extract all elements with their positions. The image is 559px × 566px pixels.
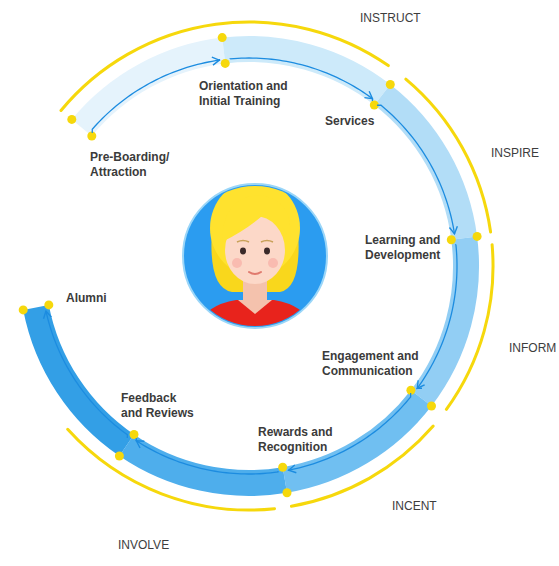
stage-name: Learning and Development xyxy=(365,233,447,263)
avatar-brow xyxy=(237,241,273,243)
phase-bracket xyxy=(406,79,491,232)
stage-dot xyxy=(386,80,395,89)
edge-layer xyxy=(44,57,458,474)
stage-dot xyxy=(130,430,139,439)
flow-line xyxy=(377,105,454,234)
phase-brackets xyxy=(61,22,493,510)
stage-dot xyxy=(44,300,53,309)
stage-label: Feedback and Reviews xyxy=(121,391,197,438)
stage-dot xyxy=(278,463,287,472)
avatar-figure xyxy=(195,180,315,335)
avatar-collar xyxy=(238,300,272,314)
band-segment xyxy=(23,305,134,456)
arrow-head xyxy=(449,226,457,234)
phase-label: INVOLVE xyxy=(118,538,169,552)
flow-line xyxy=(136,438,278,474)
stage-name: Pre-Boarding/ Attraction xyxy=(90,150,174,180)
arrow-head xyxy=(364,91,372,98)
stage-label: Pre-Boarding/ Attraction xyxy=(88,133,174,180)
phase-bracket xyxy=(68,429,275,510)
avatar-mouth xyxy=(249,272,261,274)
flow-line xyxy=(46,311,127,438)
phase-label: INFORM xyxy=(509,341,556,355)
stage-name: Alumni xyxy=(66,291,116,306)
phase-bracket xyxy=(61,22,388,111)
stage-label: Orientation and Initial Training xyxy=(199,59,294,109)
arrow-head xyxy=(44,311,52,319)
stage-name: Engagement and Communication xyxy=(322,349,422,379)
stage-dot xyxy=(115,452,124,461)
lifecycle-band xyxy=(23,36,479,496)
phase-bracket xyxy=(446,245,493,410)
flow-arrow xyxy=(44,311,128,438)
stage-label: Learning and Development xyxy=(365,233,456,263)
band-segment xyxy=(374,85,477,240)
stage-name: Feedback and Reviews xyxy=(121,391,197,421)
stage-name: Rewards and Recognition xyxy=(258,425,338,455)
stage-dot xyxy=(283,488,292,497)
stage-name: Orientation and Initial Training xyxy=(199,79,294,109)
stage-dot xyxy=(221,59,230,68)
flow-line xyxy=(417,245,457,389)
stage-dot xyxy=(473,232,482,241)
arrow-head xyxy=(212,57,219,65)
phase-label: INCENT xyxy=(392,499,437,513)
avatar-fringe xyxy=(222,195,290,242)
stage-label: Rewards and Recognition xyxy=(258,425,338,471)
arrow-head xyxy=(417,380,424,388)
flow-arrow xyxy=(417,245,457,389)
stage-label: Alumni xyxy=(44,291,116,312)
avatar-blush xyxy=(232,258,242,268)
stage-dot xyxy=(218,33,227,42)
flow-arrow xyxy=(136,438,278,474)
stage-dot xyxy=(67,115,76,124)
stage-dot xyxy=(19,305,28,314)
stage-dot xyxy=(427,402,436,411)
arrow-head xyxy=(136,441,144,448)
stage-label: Engagement and Communication xyxy=(322,349,422,393)
avatar-shirt xyxy=(195,300,315,335)
avatar-circle xyxy=(183,184,327,328)
employee-avatar xyxy=(183,180,327,335)
phase-label: INSPIRE xyxy=(491,146,539,160)
stage-name: Services xyxy=(325,114,377,129)
stage-dot xyxy=(447,235,456,244)
arrow-head xyxy=(289,465,297,473)
stage-dots xyxy=(19,33,482,497)
flow-arrow xyxy=(377,105,457,234)
phase-label: INSTRUCT xyxy=(360,11,421,25)
avatar-eye xyxy=(264,248,270,255)
avatar-blush xyxy=(268,258,278,268)
avatar-eye xyxy=(240,248,246,255)
stage-label: Services xyxy=(325,101,377,129)
